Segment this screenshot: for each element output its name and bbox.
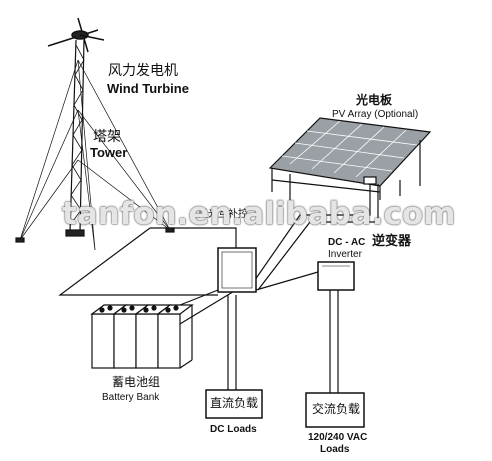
wind-turbine [47, 17, 105, 53]
pv-label-cn: 光电板 [356, 93, 393, 107]
watermark: tanfon.en.alibaba.com [62, 196, 456, 232]
wind-turbine-label-cn: 风力发电机 [108, 63, 178, 79]
battery-label-en: Battery Bank [102, 392, 160, 403]
dc-loads-label: DC Loads [210, 424, 257, 435]
tower-label-cn: 塔架 [93, 129, 121, 145]
controller [217, 247, 257, 293]
battery-label-cn: 蓄电池组 [112, 375, 161, 389]
battery-bank [90, 304, 194, 369]
inverter-type-label: DC - AC [328, 237, 366, 248]
controller-label-cn: 风光互补控 [198, 209, 248, 220]
dc-loads-box-text: 直流负载 [210, 396, 259, 410]
inverter [317, 261, 355, 291]
pv-label-en: PV Array (Optional) [332, 109, 419, 120]
pv-array [268, 117, 432, 200]
ac-loads-label-1: 120/240 VAC [308, 432, 368, 443]
dc-loads-box [205, 389, 263, 419]
ac-loads-box [305, 392, 365, 428]
ac-loads-box-text: 交流负载 [312, 402, 361, 416]
wind-turbine-label-en: Wind Turbine [107, 81, 189, 96]
tower-label-en: Tower [90, 145, 128, 160]
inverter-label-cn: 逆变器 [372, 234, 412, 249]
inverter-label-en: Inverter [328, 249, 362, 260]
ac-loads-label-2: Loads [320, 444, 350, 455]
wiring [58, 184, 379, 395]
tower [15, 39, 175, 251]
